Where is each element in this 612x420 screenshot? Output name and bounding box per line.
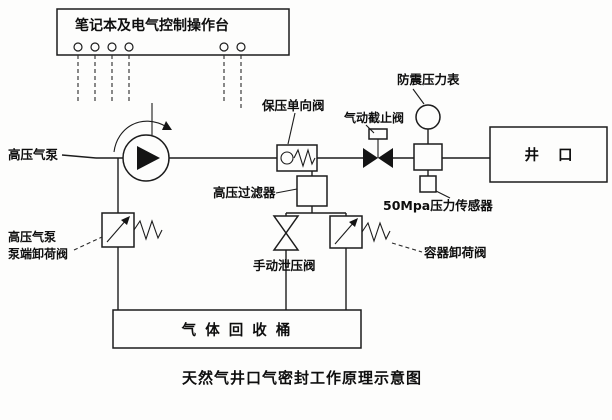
valve-leader [365,124,375,134]
wellhead: 井 口 [489,126,608,183]
pump-label: 高压气泵 [8,147,59,162]
check-valve-spring [293,148,316,168]
filter-leader [275,188,298,194]
console-port [73,42,83,52]
valve-actuator [368,128,388,140]
manual-valve-upper [272,215,300,235]
pump-triangle [137,146,160,170]
container-unload-valve: 容器卸荷阀 [329,215,487,310]
console-label: 笔记本及电气控制操作台 [75,17,229,34]
console-port [107,42,117,52]
console-port [124,42,134,52]
console-box [56,8,290,56]
gauge-leader [412,88,425,105]
pneumatic-stop-valve: 气动截止阀 [343,110,404,168]
container-valve-spring [361,221,391,243]
console-port [236,42,246,52]
tank-label: 气 体 回 收 桶 [181,321,293,339]
pump-unload-valve: 高压气泵 泵端卸荷阀 [8,212,163,261]
manual-relief-label: 手动泄压阀 [253,258,316,273]
check-valve-body [276,144,318,172]
pump-unload-label-line2: 泵端卸荷阀 [8,246,68,261]
gauge-block [413,143,443,171]
container-unload-label: 容器卸荷阀 [423,245,487,260]
hp-filter: 高压过滤器 [213,171,328,213]
control-console: 笔记本及电气控制操作台 [56,8,290,108]
check-valve: 保压单向阀 [261,98,325,172]
sensor-body [419,175,437,193]
pump-unload-label-line1: 高压气泵 [8,229,56,244]
sensor-leader [435,190,451,199]
console-port [90,42,100,52]
check-valve-leader [287,112,296,145]
main-pipeline [61,154,490,310]
gauge-dial [415,104,441,130]
pressure-gauge: 防震压力表 [397,72,460,171]
pneumatic-valve-label: 气动截止阀 [343,110,404,125]
check-valve-label: 保压单向阀 [261,98,325,113]
container-valve-arrowhead [349,218,358,227]
manual-valve-lower [272,231,300,251]
container-valve-leader [391,242,423,253]
valve-triangle-right [378,148,393,168]
sensor-label: 50Mpa压力传感器 [383,198,493,213]
manual-relief-valve: 手动泄压阀 [253,215,316,310]
valve-triangle-left [363,148,378,168]
console-port [219,42,229,52]
pump-label-leader [61,154,97,159]
gauge-label: 防震压力表 [397,72,460,87]
rotation-arrow [113,120,168,153]
filter-label: 高压过滤器 [213,185,276,200]
tank-box [112,309,362,349]
pump-unload-arrow [106,218,128,243]
pump-unload-spring [133,219,163,241]
check-valve-ball [280,151,294,165]
pump-unload-arrowhead [121,216,130,225]
wellhead-box [489,126,608,183]
pump-unload-leader [73,236,103,251]
wellhead-label: 井 口 [524,146,579,164]
hp-pump: 高压气泵 [8,103,172,182]
recovery-tank: 气 体 回 收 桶 [112,309,362,349]
filter-body [296,175,328,207]
container-valve-arrow [334,220,356,245]
diagram-caption: 天然气井口气密封工作原理示意图 [182,369,422,387]
pressure-sensor: 50Mpa压力传感器 [383,170,493,213]
rotation-arrowhead [162,121,172,130]
